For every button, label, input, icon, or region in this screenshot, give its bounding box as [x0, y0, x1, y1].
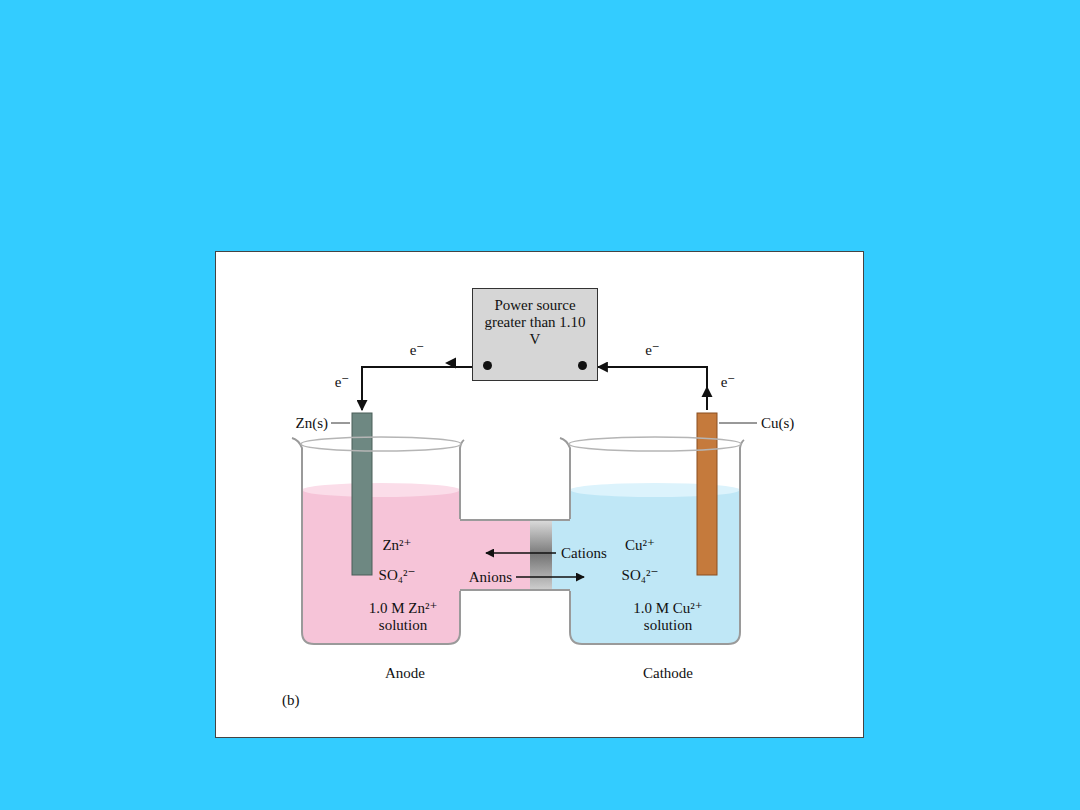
- ion-label: SO₄²⁻: [379, 567, 416, 584]
- ion-flow-label: Cations: [561, 545, 607, 562]
- solution-label: 1.0 M Cu²⁺ solution: [612, 600, 724, 634]
- beaker-outline: [290, 410, 470, 690]
- terminal-dot: [483, 361, 492, 370]
- salt-bridge-plug: [530, 520, 552, 590]
- electrode-label: Cu(s): [761, 415, 794, 432]
- ion-flow-label: Anions: [469, 569, 512, 586]
- ion-label: Zn²⁺: [382, 537, 411, 554]
- salt-bridge-wall: [460, 519, 570, 521]
- ion-label: Cu²⁺: [625, 537, 655, 554]
- electron-label: e⁻: [410, 342, 425, 359]
- leader-line: [331, 423, 350, 424]
- terminal-dot: [578, 361, 587, 370]
- electron-label: e⁻: [721, 374, 736, 391]
- wire: [362, 367, 472, 410]
- figure-panel: [216, 252, 864, 738]
- beaker-rim: [301, 437, 461, 451]
- leader-line: [719, 423, 757, 424]
- power-source-label: Power source greater than 1.10 V: [480, 297, 590, 348]
- anode-solution: [302, 490, 460, 644]
- wire: [598, 367, 707, 410]
- anion-arrow: [516, 576, 584, 578]
- salt-bridge-anode-side: [458, 520, 530, 590]
- electrode-label: Zn(s): [296, 415, 329, 432]
- electrode-name: Anode: [385, 665, 425, 682]
- salt-bridge-wall: [460, 589, 570, 591]
- ion-label: SO₄²⁻: [622, 567, 659, 584]
- power-source-box: Power source greater than 1.10 V: [472, 288, 598, 381]
- beaker-glass: [292, 438, 464, 644]
- panel-letter: (b): [282, 692, 300, 709]
- beaker-glass: [560, 438, 744, 644]
- cation-arrow: [486, 552, 556, 554]
- electrode-name: Cathode: [643, 665, 693, 682]
- beaker-rim: [569, 437, 741, 451]
- electron-label: e⁻: [645, 342, 660, 359]
- solution-label: 1.0 M Zn²⁺ solution: [347, 600, 459, 634]
- anode-beaker: Zn²⁺ SO₄²⁻ 1.0 M Zn²⁺ solutionAnode: [290, 410, 470, 690]
- electron-label: e⁻: [335, 374, 350, 391]
- anode-solution-surface: [302, 483, 460, 497]
